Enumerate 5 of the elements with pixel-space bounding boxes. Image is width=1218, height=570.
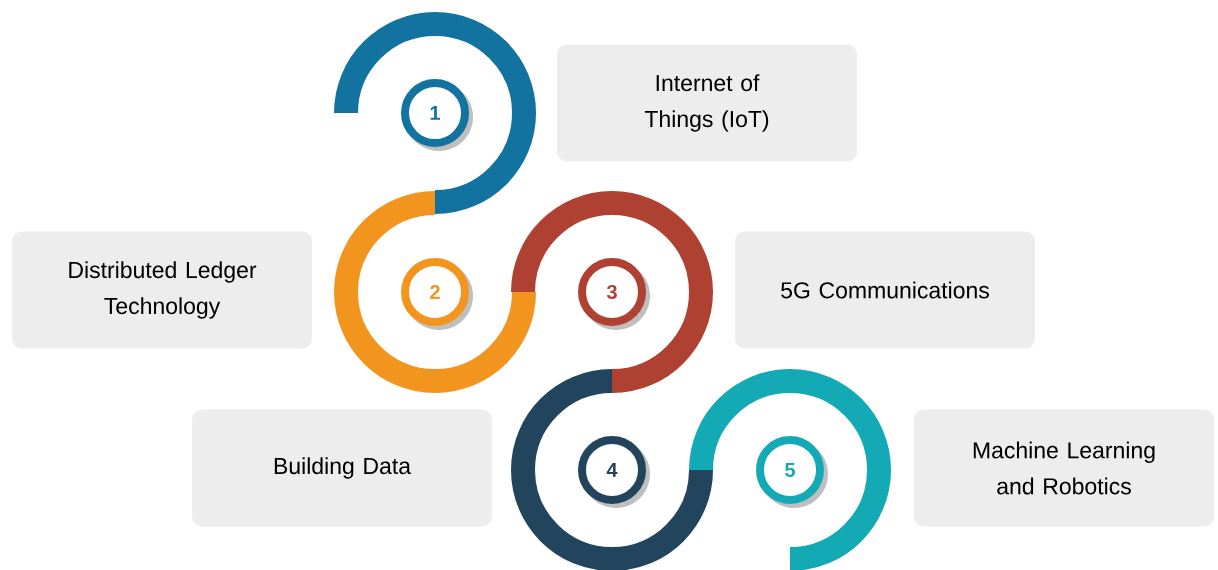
text-box: Distributed Ledger Technology	[12, 231, 312, 349]
text-box: 5G Communications	[735, 231, 1035, 349]
text-box: Internet of Things (IoT)	[557, 44, 857, 162]
text-box: Machine Learning and Robotics	[914, 409, 1214, 527]
text-box: Building Data	[192, 409, 492, 527]
